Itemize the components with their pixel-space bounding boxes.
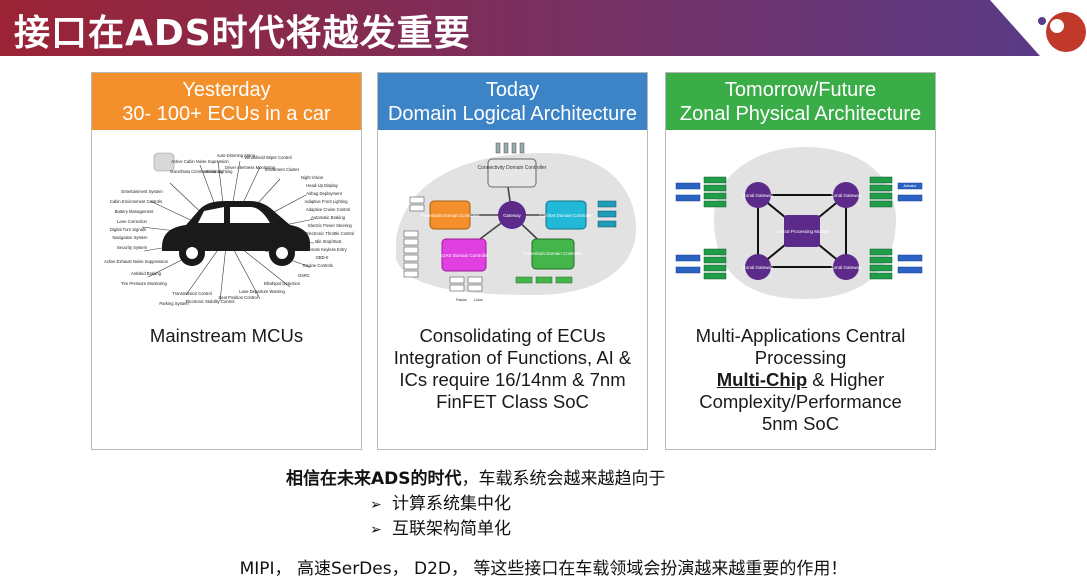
ecu-label: Engine Controls	[303, 263, 333, 268]
ecu-label: Lane Departure Warning	[239, 289, 285, 294]
page-title: 接口在ADS时代将越发重要	[14, 13, 471, 54]
ecu-label: Driver Alertness Monitoring	[225, 165, 276, 170]
ecu-label: Night Vision	[301, 175, 324, 180]
ecu-label: Electronic Stability Control	[186, 299, 235, 304]
ecu-label: Tire Pressure Monitoring	[121, 281, 167, 286]
ecu-label: Adaptive Cruise Control	[306, 207, 350, 212]
ecu-label: Instrument Cluster	[265, 167, 300, 172]
ecu-label: Head-Up Display	[306, 183, 339, 188]
tomorrow-caption: Multi-Applications Central Processing Mu…	[666, 325, 935, 435]
tomorrow-panel: Tomorrow/Future Zonal Physical Architect…	[665, 72, 936, 450]
bullet-item: ➢ 互联架构简单化	[370, 514, 511, 539]
domain-label: Powertrain Domain Controller	[523, 251, 583, 256]
ecu-label: Electric Power Steering	[308, 223, 352, 228]
today-heading-line2: Domain Logical Architecture	[387, 103, 637, 125]
arrow-bullet-icon: ➢	[370, 522, 382, 538]
bullet-item: ➢ 计算系统集中化	[370, 489, 511, 514]
yesterday-caption-line: Mainstream MCUs	[149, 325, 304, 346]
ecu-label: Cabin Environment Controls	[110, 199, 162, 204]
yesterday-heading-line1: Yesterday	[182, 79, 271, 101]
ecu-label: Security System	[117, 245, 148, 250]
ecu-label: OBD-II	[316, 255, 329, 260]
zone-label: Zonal Gateway	[831, 193, 862, 198]
domain-architecture-diagram: Connectivity Domain Controller Powertrai…	[396, 142, 636, 302]
tomorrow-caption-line: Multi-Applications Central	[695, 325, 906, 346]
yesterday-heading-line2: 30- 100+ ECUs in a car	[122, 103, 331, 125]
ecu-label: DSRC	[298, 273, 310, 278]
domain-label: Connectivity Domain Controller	[478, 165, 547, 171]
ecu-label: Lane Correction	[117, 219, 147, 224]
ecu-label: Adaptive Front Lighting	[304, 199, 348, 204]
title-banner	[0, 0, 1040, 56]
ecu-car-diagram: Active Cabin Noise Supression Auto-Dimmi…	[104, 152, 354, 306]
ecu-label: Interior Lighting	[204, 169, 234, 174]
summary-lead: 相信在未来ADS的时代，车载系统会越来越趋向于	[286, 464, 666, 489]
zone-label: Zonal Gateway	[831, 265, 862, 270]
multi-chip-text: Multi-Chip	[716, 369, 808, 390]
zonal-architecture-diagram: Zonal Gateway Zonal Gateway Zonal Gatewa…	[675, 147, 923, 299]
tomorrow-caption-line: 5nm SoC	[761, 413, 840, 434]
bullet-text: 计算系统集中化	[392, 494, 511, 514]
ecu-label: Voice/Data Communications	[170, 169, 223, 174]
ecu-label: Auto-Dimming Mirror	[217, 153, 256, 158]
ecu-label: Transmission Control	[172, 291, 211, 296]
zone-label: Zonal Gateway	[743, 193, 774, 198]
today-header: Today Domain Logical Architecture	[378, 73, 647, 130]
ecu-label: Battery Management	[115, 209, 155, 214]
yesterday-caption: Mainstream MCUs	[92, 325, 361, 347]
tomorrow-caption-line-multichip: Multi-Chip & Higher	[666, 369, 935, 391]
today-panel: Today Domain Logical Architecture Connec…	[377, 72, 648, 450]
ecu-label: Seat Position Control	[218, 295, 257, 300]
zone-label: Zonal Gateway	[743, 265, 774, 270]
today-caption: Consolidating of ECUs Integration of Fun…	[378, 325, 647, 413]
tomorrow-caption-line: Processing	[754, 347, 847, 368]
multi-chip-rest: & Higher	[807, 369, 885, 390]
today-caption-line: Consolidating of ECUs	[419, 325, 606, 346]
ecu-label: Electronic Throttle Control	[306, 231, 354, 236]
ecu-label: Idle Stop/Start	[315, 239, 342, 244]
yesterday-panel: Yesterday 30- 100+ ECUs in a car Active …	[91, 72, 362, 450]
summary-lead-bold: 相信在未来ADS的时代	[286, 469, 462, 489]
ecu-label: Active Cabin Noise Supression	[171, 159, 229, 164]
summary-lead-rest: ，车载系统会越来越趋向于	[461, 469, 666, 489]
domain-label: Gateway	[503, 213, 522, 218]
zone-label: Central Processing Module	[775, 229, 830, 234]
bullet-text: 互联架构简单化	[392, 519, 511, 539]
tomorrow-heading-line2: Zonal Physical Architecture	[679, 103, 922, 125]
ecu-label: Entertainment System	[121, 189, 163, 194]
today-caption-line: Integration of Functions, AI &	[393, 347, 632, 368]
tomorrow-caption-line: Complexity/Performance	[699, 391, 902, 412]
ecu-label: Navigation System	[113, 235, 148, 240]
today-caption-line: ICs require 16/14nm & 7nm	[399, 369, 626, 390]
arrow-bullet-icon: ➢	[370, 497, 382, 513]
ecu-label: Windshield Wiper Control	[244, 155, 291, 160]
logo-icon	[1038, 12, 1086, 52]
yesterday-header: Yesterday 30- 100+ ECUs in a car	[92, 73, 361, 130]
ecu-label: Automatic Braking	[311, 215, 346, 220]
zone-label: Actuator	[903, 184, 917, 188]
footer-statement: MIPI， 高速SerDes， D2D， 等这些接口在车载领域会扮演越来越重要的…	[239, 559, 848, 579]
today-heading-line1: Today	[485, 79, 540, 101]
ecu-label: Antiskid Braking	[131, 271, 162, 276]
domain-label: Lidar	[474, 297, 484, 302]
domain-label: ADAS Domain Controller	[439, 253, 489, 258]
domain-label: Radar	[456, 297, 468, 302]
ecu-label: Remote Keyless Entry	[305, 247, 347, 252]
ecu-label: Active Exhaust Noise Suppression	[104, 259, 169, 264]
domain-label: Powertrain Domain Controller	[420, 213, 480, 218]
ecu-label: Parking System	[159, 301, 189, 306]
domain-label: Comfort Domain Controller	[539, 213, 593, 218]
ecu-label: Blindspot Detection	[264, 281, 301, 286]
ecu-label: Digital Turn Signals	[110, 227, 146, 232]
tomorrow-heading-line1: Tomorrow/Future	[724, 79, 877, 101]
today-caption-line: FinFET Class SoC	[436, 391, 589, 412]
ecu-label: Airbag Deployment	[306, 191, 342, 196]
tomorrow-header: Tomorrow/Future Zonal Physical Architect…	[666, 73, 935, 130]
